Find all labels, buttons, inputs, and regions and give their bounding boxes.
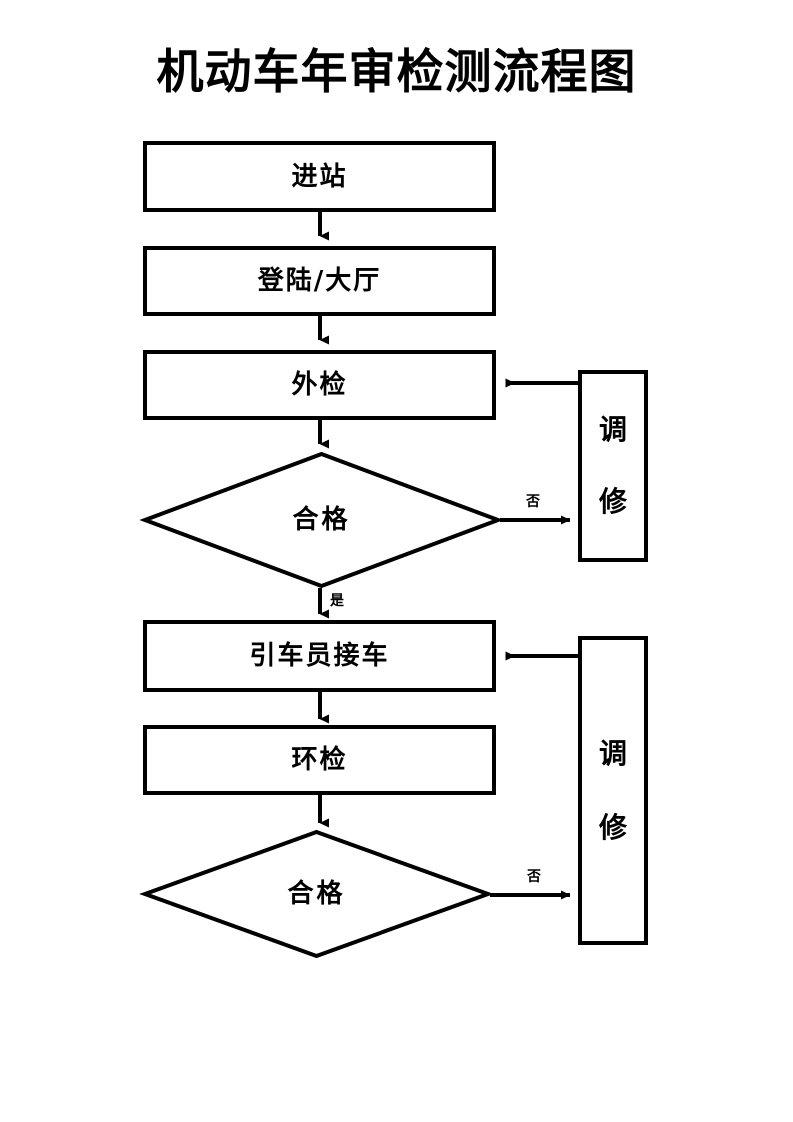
- node-label: 外检: [291, 370, 348, 400]
- edge-label-no-top: 否: [526, 494, 540, 510]
- node-tiaoxiu-bottom[interactable]: 调 修: [578, 636, 648, 945]
- node-label: 登陆/大厅: [257, 266, 382, 296]
- diamond-outline: [139, 451, 504, 589]
- node-label-char: 调: [598, 413, 627, 446]
- page-title: 机动车年审检测流程图: [156, 45, 637, 100]
- node-label-char: 修: [598, 810, 627, 844]
- node-label: 环检: [291, 745, 348, 775]
- node-jinzhan[interactable]: 进站: [143, 141, 496, 212]
- node-huanjian[interactable]: 环检: [143, 725, 496, 795]
- node-label: 进站: [291, 161, 348, 192]
- node-label-char: 调: [598, 736, 627, 770]
- edge-label-no-bottom: 否: [527, 869, 541, 885]
- node-label: 合格: [287, 879, 346, 909]
- node-decision-hege-top[interactable]: 合格: [139, 451, 504, 589]
- node-denglu-datingting[interactable]: 登陆/大厅: [143, 246, 496, 316]
- node-yinchenyuan-jieche[interactable]: 引车员接车: [143, 620, 496, 692]
- diamond-outline: [139, 829, 494, 959]
- node-tiaoxiu-top[interactable]: 调 修: [578, 370, 648, 562]
- node-decision-hege-bottom[interactable]: 合格: [139, 829, 494, 959]
- node-label: 合格: [292, 505, 351, 535]
- node-waijian[interactable]: 外检: [143, 350, 496, 420]
- edge-label-yes: 是: [330, 593, 344, 609]
- node-label: 引车员接车: [249, 641, 390, 671]
- node-label-char: 修: [598, 485, 627, 518]
